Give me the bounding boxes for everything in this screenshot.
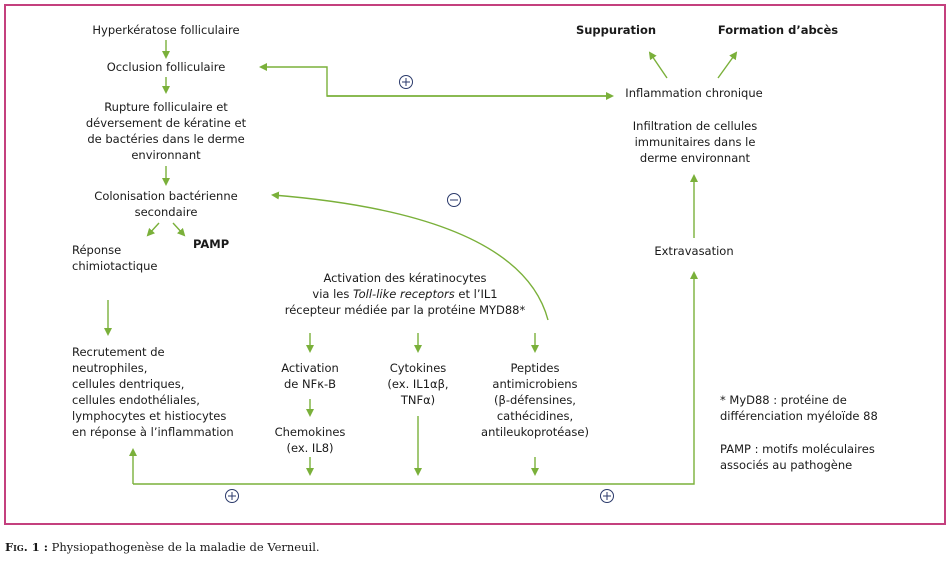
node-reponse: Réponse chimiotactique [72, 242, 158, 274]
text-line: antimicrobiens [492, 377, 578, 391]
text-line: immunitaires dans le [634, 135, 756, 149]
node-extravasation: Extravasation [654, 244, 734, 258]
text-line: récepteur médiée par la protéine MYD88* [284, 303, 526, 317]
node-infiltration: Infiltration de cellules immunitaires da… [633, 118, 757, 166]
text-line: (ex. IL8) [286, 441, 334, 455]
text-line: Infiltration de cellules [632, 119, 758, 133]
text-line: Colonisation bactérienne [94, 189, 238, 203]
text-line: Peptides [510, 361, 560, 375]
text-line: chimiotactique [72, 259, 158, 273]
arrow-colonisation-reponse [146, 222, 160, 237]
text-line: Réponse [72, 243, 122, 257]
text-span: et l’IL1 [454, 287, 498, 301]
text-line: associés au pathogène [720, 458, 853, 472]
text-line: (ex. IL1αβ, [387, 377, 449, 391]
text-italic: Toll-like receptors [353, 287, 455, 301]
text-line: (β-défensines, [494, 393, 576, 407]
arrow-colonisation-pamp [172, 222, 186, 237]
arrow-to-suppuration [648, 51, 668, 79]
text-line: Activation [281, 361, 339, 375]
arrow-curve-inhibition [271, 191, 549, 321]
text-line: Cytokines [389, 361, 447, 375]
figure-caption: Fig. 1 : Physiopathogenèse de la maladie… [5, 540, 320, 554]
node-inflammation: Inflammation chronique [625, 86, 763, 100]
text-line: environnant [131, 148, 201, 162]
text-line: Chemokines [274, 425, 346, 439]
node-activation-keratinocytes: Activation des kératinocytes via les Tol… [285, 270, 526, 318]
footnote-myd88: * MyD88 : protéine de différenciation my… [720, 392, 878, 424]
text-line: cellules endothéliales, [72, 393, 200, 407]
text-line: TNFα) [400, 393, 436, 407]
node-cytokines: Cytokines (ex. IL1αβ, TNFα) [387, 360, 448, 408]
text-line: cellules dentriques, [72, 377, 185, 391]
text-line: Rupture folliculaire et [104, 100, 228, 114]
text-span: via les [312, 287, 354, 301]
text-line: via les Toll-like receptors et l’IL1 [285, 286, 526, 302]
figure-frame [4, 4, 946, 525]
text-line: PAMP : motifs moléculaires [720, 442, 875, 456]
node-suppuration: Suppuration [575, 23, 657, 37]
text-line: différenciation myéloïde 88 [720, 409, 878, 423]
node-hyperkeratose: Hyperkératose folliculaire [92, 23, 240, 37]
node-pamp: PAMP [193, 237, 230, 251]
node-nfkb: Activation de NFκ-B [281, 360, 339, 392]
text-line: Activation des kératinocytes [323, 271, 487, 285]
node-rupture: Rupture folliculaire et déversement de k… [86, 99, 246, 163]
caption-text: Physiopathogenèse de la maladie de Verne… [48, 540, 320, 554]
text-line: cathécidines, [496, 409, 574, 423]
text-line: de bactéries dans le derme [87, 132, 245, 146]
node-occlusion: Occlusion folliculaire [106, 60, 226, 74]
node-abces: Formation d’abcès [717, 23, 839, 37]
text-line: Recrutement de [72, 345, 165, 359]
node-recrutement: Recrutement de neutrophiles, cellules de… [72, 344, 234, 440]
arrow-bottom-extravasation [133, 271, 698, 485]
arrow-to-abces [717, 51, 738, 79]
text-line: déversement de kératine et [85, 116, 247, 130]
text-line: en réponse à l’inflammation [72, 425, 234, 439]
text-line: secondaire [134, 205, 198, 219]
node-peptides: Peptides antimicrobiens (β-défensines, c… [481, 360, 589, 440]
arrow-feedback-occlusion [259, 63, 612, 97]
node-chemokines: Chemokines (ex. IL8) [275, 424, 346, 456]
text-line: lymphocytes et histiocytes [72, 409, 227, 423]
text-line: * MyD88 : protéine de [720, 393, 847, 407]
caption-label: Fig. 1 : [5, 540, 48, 554]
text-line: antileukoprotéase) [481, 425, 589, 439]
text-line: neutrophiles, [72, 361, 148, 375]
footnote-pamp: PAMP : motifs moléculaires associés au p… [720, 441, 875, 473]
text-line: derme environnant [639, 151, 751, 165]
text-line: de NFκ-B [283, 377, 337, 391]
node-colonisation: Colonisation bactérienne secondaire [94, 188, 237, 220]
